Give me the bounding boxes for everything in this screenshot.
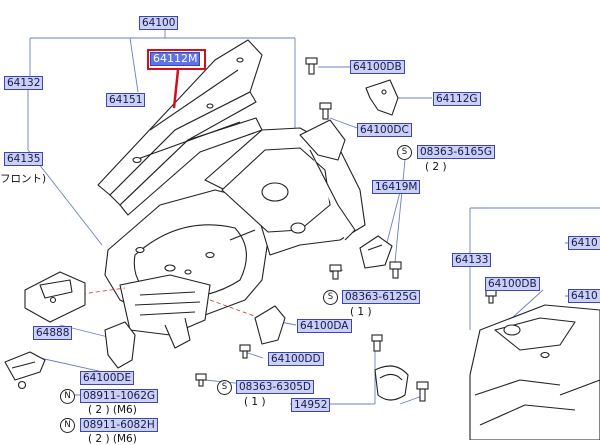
part-label-64100[interactable]: 64100: [139, 16, 179, 30]
part-label-64100de[interactable]: 64100DE: [80, 371, 135, 385]
part-label-14952[interactable]: 14952: [291, 398, 331, 412]
quantity-note: ( 1 ): [350, 306, 372, 318]
part-label-64888[interactable]: 64888: [33, 326, 73, 340]
part-label-6410-upper[interactable]: 6410: [568, 236, 600, 250]
part-label-64100dc[interactable]: 64100DC: [357, 123, 412, 137]
part-label-64100da[interactable]: 64100DA: [297, 319, 352, 333]
part-label-08363-6125g[interactable]: 08363-6125G: [342, 290, 421, 304]
quantity-note: ( 2 ): [425, 161, 447, 173]
part-label-08363-6165g[interactable]: 08363-6165G: [417, 145, 496, 159]
part-label-64135[interactable]: 64135: [4, 152, 44, 166]
part-label-08911-6082h[interactable]: 08911-6082H: [80, 418, 158, 432]
quantity-size-note: ( 2 ) (M6): [88, 404, 137, 416]
screw-marker-s: S: [397, 145, 412, 160]
screw-marker-s: S: [323, 290, 338, 305]
part-label-64132[interactable]: 64132: [4, 76, 44, 90]
part-label-08363-6305d[interactable]: 08363-6305D: [236, 380, 314, 394]
part-label-64100db-right[interactable]: 64100DB: [485, 277, 540, 291]
part-label-16419m[interactable]: 16419M: [372, 180, 421, 194]
part-label-64112g[interactable]: 64112G: [433, 92, 481, 106]
quantity-size-note-partial: ( 2 ) (M6): [88, 433, 137, 445]
selected-part-highlight: [147, 49, 206, 70]
part-label-64112m[interactable]: 64112M: [150, 52, 201, 66]
part-label-08911-1062g[interactable]: 08911-1062G: [80, 389, 159, 403]
screw-marker-s: S: [217, 380, 232, 395]
part-label-64133[interactable]: 64133: [452, 253, 492, 267]
quantity-note: ( 1 ): [244, 396, 266, 408]
part-label-64100db-top[interactable]: 64100DB: [350, 60, 405, 74]
front-note: フロント): [0, 173, 47, 185]
nut-marker-n: N: [60, 418, 75, 433]
nut-marker-n: N: [60, 389, 75, 404]
part-label-64100dd[interactable]: 64100DD: [268, 352, 324, 366]
part-label-6410-lower[interactable]: 6410: [568, 289, 600, 303]
part-label-64151[interactable]: 64151: [106, 93, 146, 107]
